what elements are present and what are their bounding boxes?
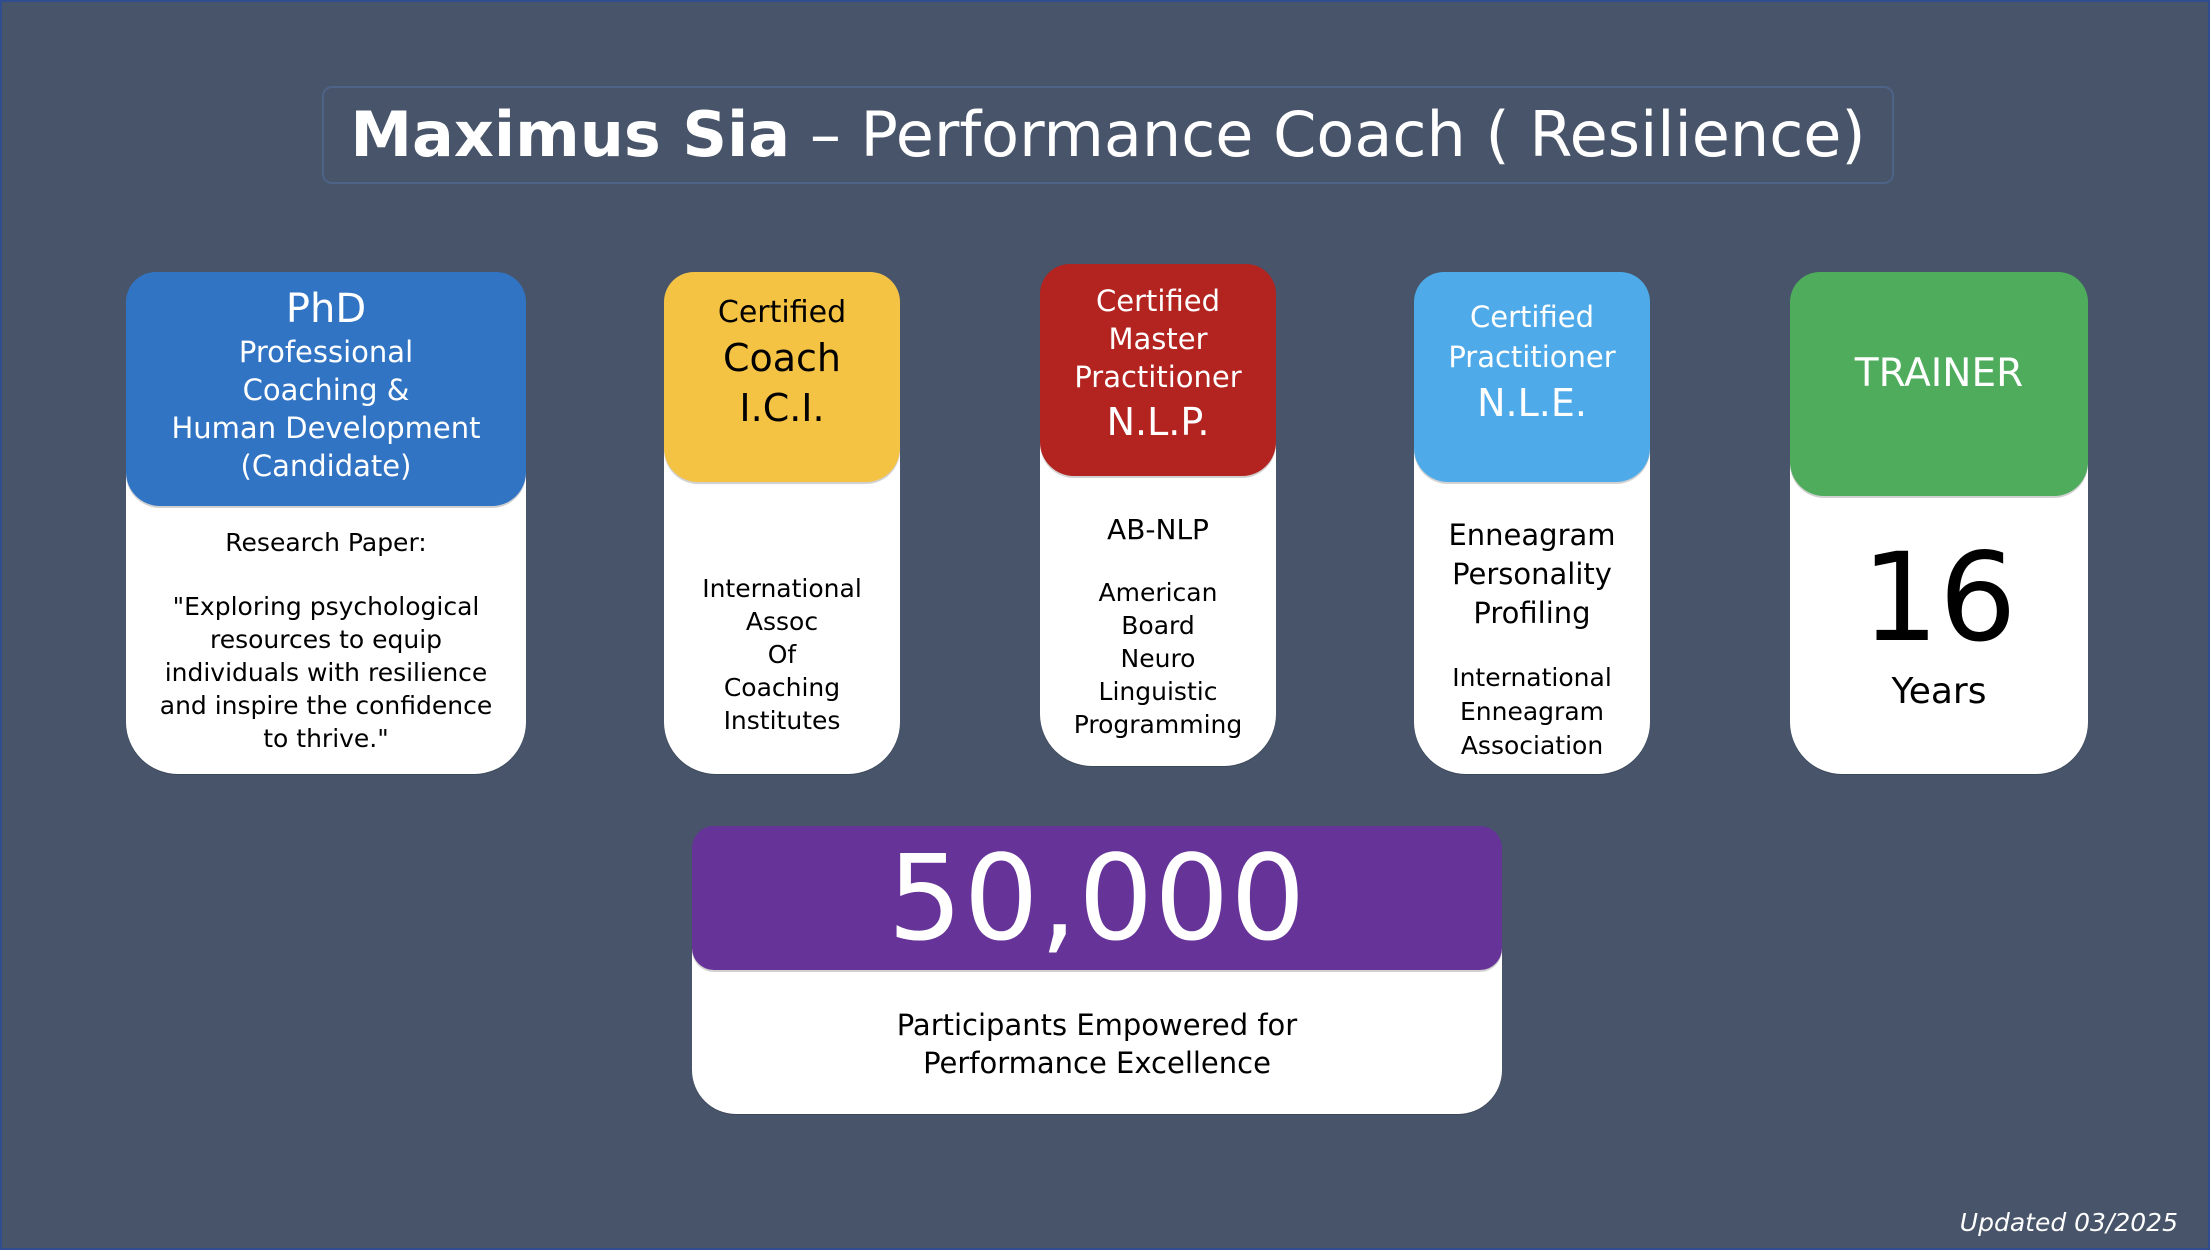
nle-body-heading: Enneagram Personality Profiling (1448, 516, 1615, 633)
nlp-line-4: N.L.P. (1106, 400, 1210, 444)
coach-body-line-5: Institutes (723, 706, 841, 735)
card-participants: 50,000 Participants Empowered for Perfor… (692, 826, 1502, 1114)
coach-line-1: Certified (717, 295, 847, 330)
title-role: – Performance Coach ( Resilience) (790, 98, 1866, 171)
nlp-body-line-5: Programming (1073, 710, 1243, 739)
card-nle-body: Enneagram Personality Profiling Internat… (1414, 512, 1650, 763)
nle-heading-line-3: Profiling (1473, 596, 1591, 630)
card-nle-header: Certified Practitioner N.L.E. (1414, 272, 1650, 482)
coach-line-3: I.C.I. (739, 386, 825, 430)
card-coach-header: Certified Coach I.C.I. (664, 272, 900, 482)
nle-heading-line-2: Personality (1452, 557, 1612, 591)
phd-line-2: Coaching & (242, 373, 410, 407)
nlp-line-1: Certified (1096, 284, 1220, 318)
title-box: Maximus Sia – Performance Coach ( Resili… (322, 86, 1894, 184)
nlp-body-line-1: American (1098, 578, 1218, 607)
nlp-line-2: Master (1108, 322, 1208, 356)
card-trainer: TRAINER 16 Years (1790, 272, 2088, 774)
nle-line-1: Certified (1470, 300, 1594, 334)
card-nlp-header: Certified Master Practitioner N.L.P. (1040, 264, 1276, 476)
card-participants-body: Participants Empowered for Performance E… (692, 1006, 1502, 1082)
card-coach: Certified Coach I.C.I. International Ass… (664, 272, 900, 774)
trainer-label: TRAINER (1854, 351, 2024, 396)
card-nlp-body: AB-NLP American Board Neuro Linguistic P… (1040, 508, 1276, 741)
card-trainer-body: 16 Years (1790, 528, 2088, 716)
nle-body-line-2: Enneagram (1459, 697, 1604, 726)
card-nle: Certified Practitioner N.L.E. Enneagram … (1414, 272, 1650, 774)
card-phd-header: PhD Professional Coaching & Human Develo… (126, 272, 526, 506)
nle-heading-line-1: Enneagram (1448, 518, 1616, 552)
nlp-body-line-4: Linguistic (1098, 677, 1218, 706)
coach-body-line-1: International (702, 574, 862, 603)
nlp-body-line-3: Neuro (1120, 644, 1196, 673)
card-trainer-header: TRAINER (1790, 272, 2088, 496)
coach-body-line-3: Of (767, 640, 797, 669)
nlp-body-line-2: Board (1121, 611, 1195, 640)
phd-line-1: Professional (238, 335, 414, 369)
coach-body-line-4: Coaching (723, 673, 841, 702)
research-paper-title: "Exploring psychological resources to eq… (159, 592, 493, 753)
coach-line-2: Coach (722, 336, 842, 380)
nlp-body-heading: AB-NLP (1107, 513, 1209, 546)
nle-body-list: International Enneagram Association (1452, 661, 1612, 763)
nlp-line-3: Practitioner (1074, 360, 1242, 394)
nlp-body-list: American Board Neuro Linguistic Programm… (1074, 576, 1243, 741)
title-name: Maximus Sia (350, 98, 791, 171)
coach-body-line-2: Assoc (745, 607, 819, 636)
nle-body-line-3: Association (1460, 731, 1604, 760)
participants-caption-line-1: Participants Empowered for (896, 1008, 1298, 1042)
nle-body-line-1: International (1452, 663, 1612, 692)
trainer-years-number: 16 (1861, 527, 2017, 669)
phd-line-3: Human Development (171, 411, 481, 445)
phd-title: PhD (285, 286, 367, 332)
card-phd: PhD Professional Coaching & Human Develo… (126, 272, 526, 774)
participants-number: 50,000 (887, 829, 1307, 967)
updated-date: Updated 03/2025 (1959, 1208, 2178, 1237)
research-paper-label: Research Paper: (225, 528, 427, 557)
card-coach-body: International Assoc Of Coaching Institut… (664, 572, 900, 737)
trainer-years-unit: Years (1891, 671, 1987, 712)
card-nlp: Certified Master Practitioner N.L.P. AB-… (1040, 264, 1276, 766)
nle-line-2: Practitioner (1448, 340, 1616, 374)
nle-line-3: N.L.E. (1477, 381, 1587, 425)
phd-line-4: (Candidate) (240, 449, 412, 483)
card-participants-header: 50,000 (692, 826, 1502, 970)
participants-caption-line-2: Performance Excellence (923, 1046, 1271, 1080)
card-phd-body: Research Paper: "Exploring psychological… (126, 522, 526, 755)
